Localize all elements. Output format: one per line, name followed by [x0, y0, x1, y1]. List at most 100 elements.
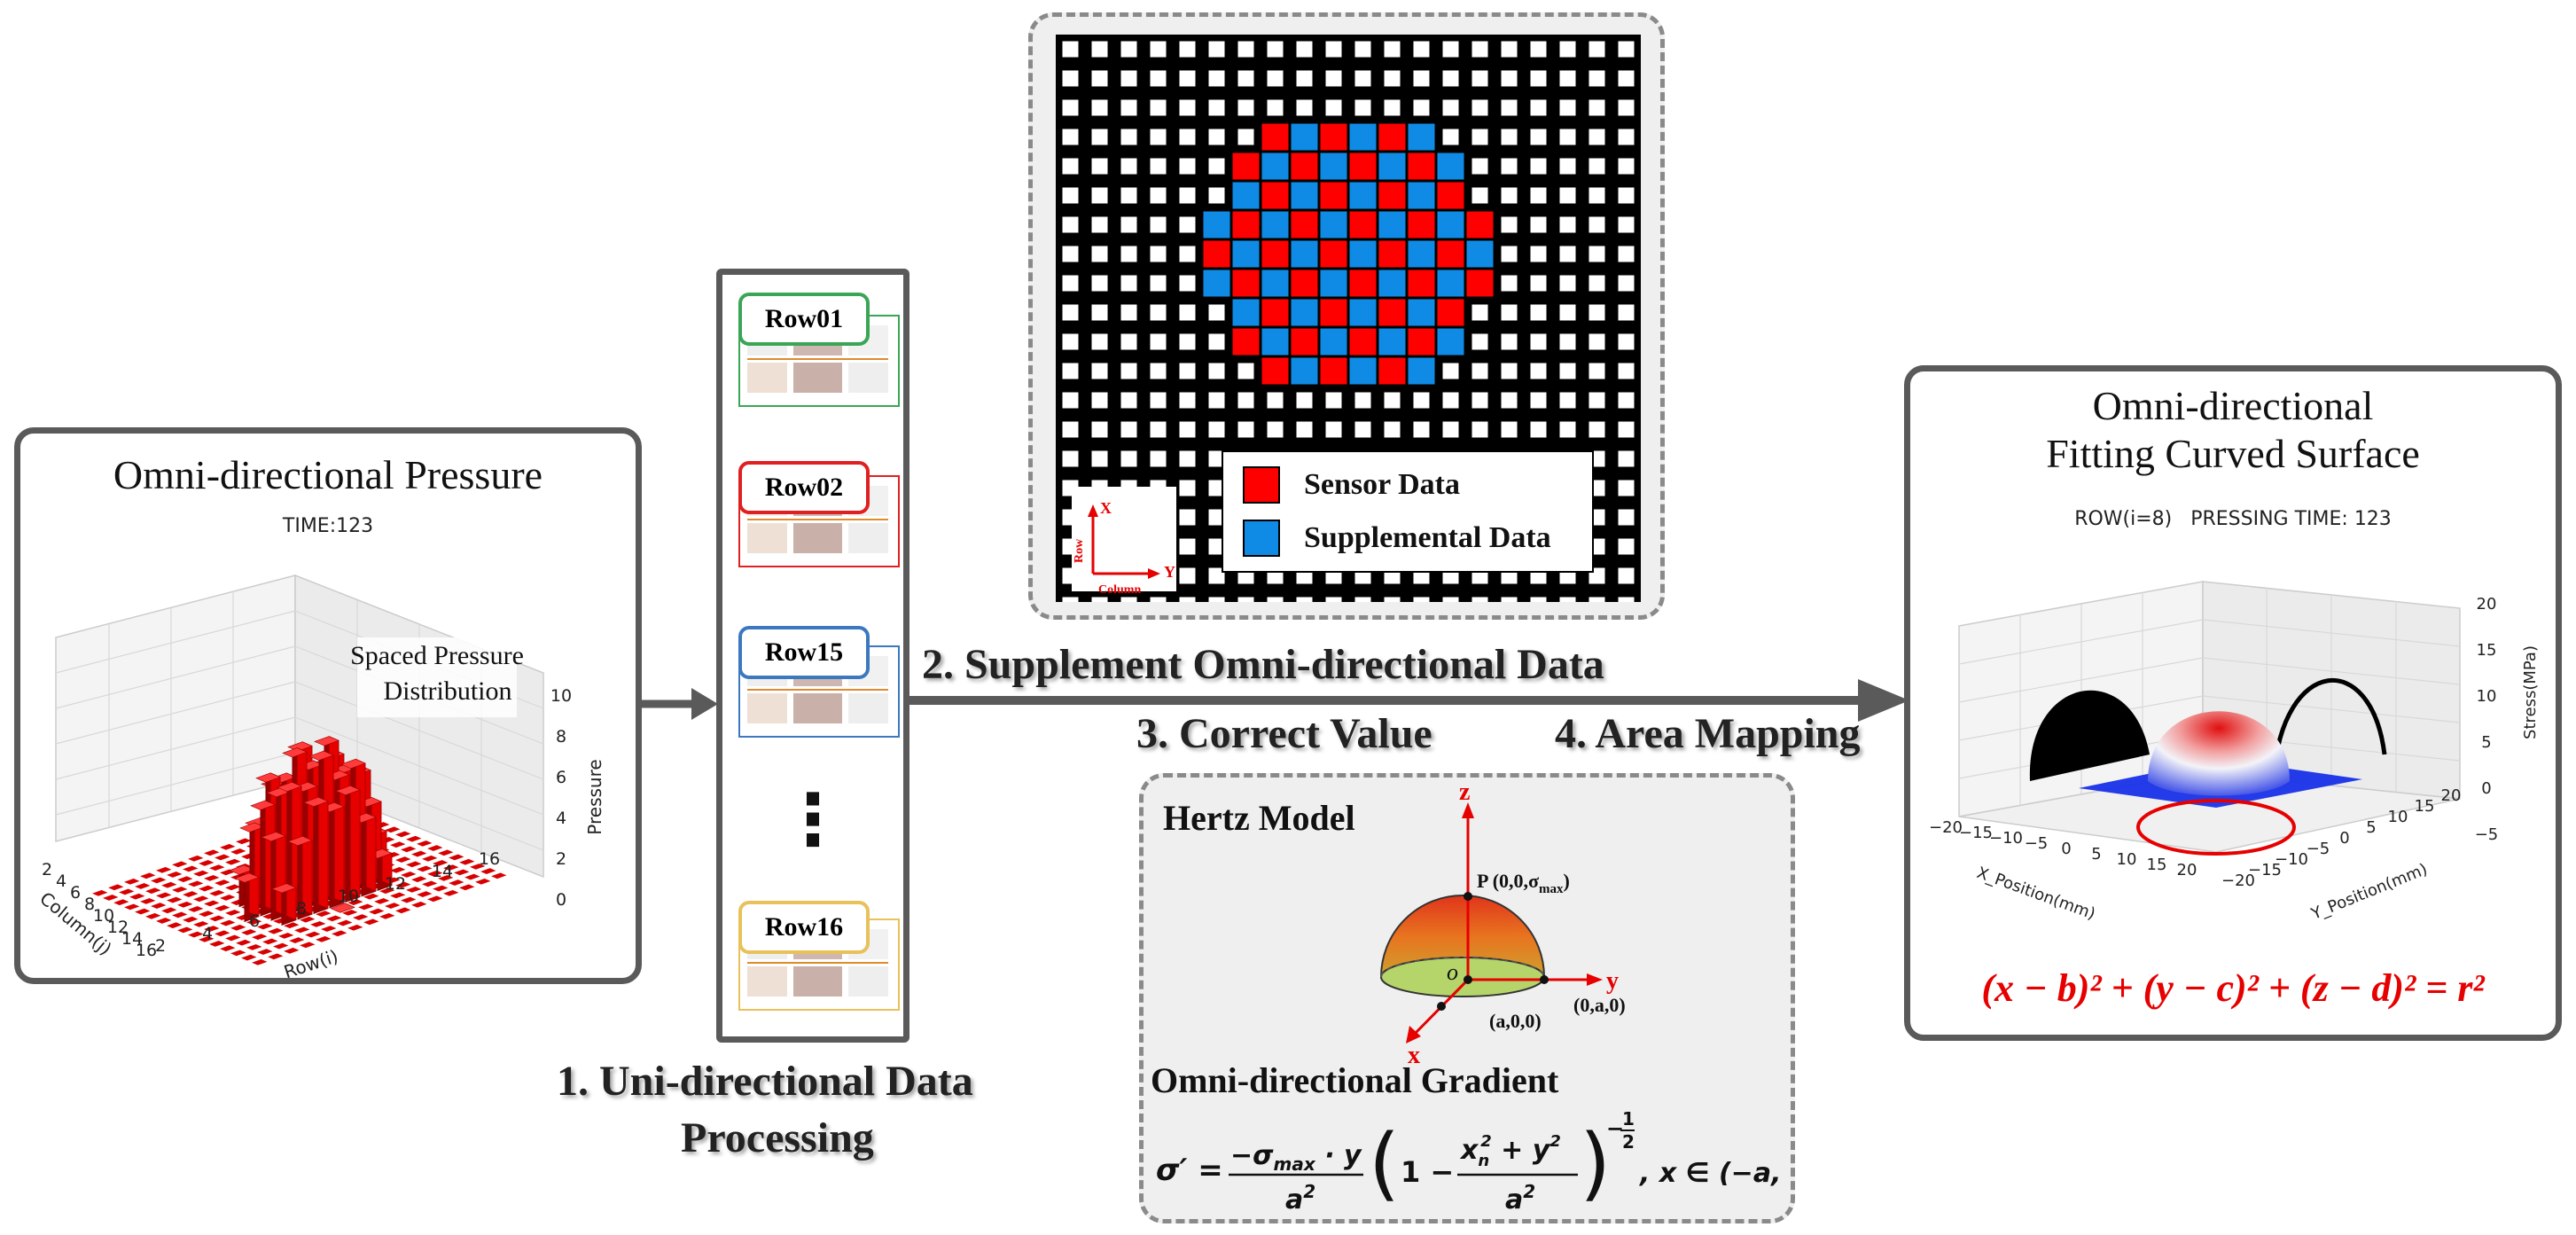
grid-cell	[1261, 182, 1289, 209]
sensor-grid: X Y Row Column Sensor Data Supplemental …	[1056, 35, 1641, 602]
hertz-axis-z: z	[1459, 778, 1470, 806]
grid-cell	[1179, 567, 1196, 584]
grid-cell	[1325, 421, 1342, 438]
pressure-bar-top	[234, 872, 260, 883]
grid-cell	[1471, 333, 1488, 350]
grid-cell	[1378, 328, 1406, 356]
grid-cell	[1120, 216, 1137, 233]
grid-cell	[1208, 480, 1225, 496]
floor-cell	[185, 879, 206, 888]
grid-cell	[1062, 421, 1079, 438]
floor-cell	[169, 860, 190, 869]
row16-tag[interactable]: Row16	[738, 901, 870, 954]
legend-sensor-swatch	[1243, 466, 1280, 504]
grid-cell	[1466, 240, 1494, 268]
grid-cell	[1291, 240, 1318, 268]
floor-cell	[441, 864, 461, 872]
grid-cell	[1291, 182, 1318, 209]
floor-cell	[318, 925, 339, 933]
row15-tag[interactable]: Row15	[738, 626, 870, 679]
grid-cell	[1232, 240, 1260, 268]
grid-cell	[1530, 216, 1547, 233]
gradient-formula: σ′ = −σmax · y a2 ( 1 − xn2 + y2 a2 ) − …	[1156, 1108, 1791, 1215]
floor-cell	[419, 879, 440, 888]
floor-cell	[207, 864, 227, 872]
x-position-tick: 15	[2147, 856, 2167, 874]
floor-cell	[175, 901, 195, 909]
grid-cell	[1408, 123, 1435, 151]
omni-pressure-title: Omni-directional Pressure	[113, 452, 543, 497]
x-position-tick: −10	[1989, 829, 2023, 848]
grid-cell	[1530, 41, 1547, 58]
grid-cell	[1261, 299, 1289, 326]
step3-label: 3. Correct Value	[1136, 710, 1432, 757]
grid-cell	[1320, 299, 1347, 326]
floor-cell	[387, 840, 408, 848]
floor-cell	[467, 863, 488, 871]
pressure-axis-label: Pressure	[584, 759, 605, 834]
grid-cell	[1091, 333, 1108, 350]
grid-cell	[1320, 328, 1347, 356]
grid-cell	[1091, 70, 1108, 87]
grid-cell	[1208, 333, 1225, 350]
grid-cell	[1559, 597, 1576, 602]
row01-tag[interactable]: Row01	[738, 293, 870, 346]
fitting-subtitle: ROW(i=8) PRESSING TIME: 123	[2074, 508, 2392, 530]
floor-cell	[127, 892, 147, 901]
grid-cell	[1471, 158, 1488, 175]
floor-cell	[159, 906, 179, 915]
formula-domain: , x ∈ (−a, a)	[1638, 1158, 1791, 1189]
floor-cell	[398, 871, 418, 879]
row-tick: 8	[296, 899, 307, 918]
floor-cell	[265, 952, 285, 961]
floor-cell	[175, 926, 195, 934]
floor-cell	[398, 845, 418, 854]
fitting-title-line-1: Omni-directional	[2092, 383, 2374, 428]
grid-cell	[1325, 597, 1342, 602]
row-tick: 10	[338, 887, 359, 906]
grid-cell	[1237, 363, 1254, 379]
grid-cell	[1618, 304, 1635, 321]
grid-cell	[1413, 70, 1430, 87]
grid-cell	[1179, 41, 1196, 58]
formula-exponent: −	[1606, 1116, 1624, 1141]
grid-cell	[1062, 99, 1079, 116]
floor-cell	[457, 883, 477, 892]
floor-cell	[153, 866, 174, 874]
grid-cell	[1618, 509, 1635, 526]
floor-cell	[361, 892, 381, 901]
grid-cell	[1354, 70, 1371, 87]
floor-cell	[313, 910, 333, 918]
pressure-bar-top	[340, 758, 366, 770]
floor-cell	[260, 937, 280, 946]
column-tick: 4	[56, 872, 66, 891]
grid-cell	[1208, 158, 1225, 175]
grid-cell	[1589, 70, 1605, 87]
grid-cell	[1413, 392, 1430, 409]
grid-cell	[1530, 392, 1547, 409]
grid-cell	[1530, 99, 1547, 116]
annotation-line-1: Spaced Pressure	[350, 641, 524, 670]
grid-cell	[1091, 304, 1108, 321]
grid-cell	[1589, 275, 1605, 292]
pressure-bar-front	[349, 785, 361, 898]
floor-cell	[393, 856, 413, 864]
pressure-bar-top	[255, 772, 281, 783]
grid-cell	[1559, 275, 1576, 292]
grid-cell	[1150, 187, 1167, 204]
pressure-bar-front	[365, 812, 377, 892]
grid-cell	[1179, 597, 1196, 602]
row02-tag[interactable]: Row02	[738, 461, 870, 514]
formula-exponent-den: 2	[1622, 1131, 1635, 1153]
grid-cell	[1589, 158, 1605, 175]
hertz-title: Hertz Model	[1163, 798, 1355, 838]
grid-axis-row: Row	[1073, 538, 1086, 563]
grid-cell	[1179, 392, 1196, 409]
grid-cell	[1618, 567, 1635, 584]
y-position-tick: −15	[2248, 861, 2282, 879]
x-position-label: X_Position(mm)	[1974, 864, 2097, 924]
grid-cell	[1179, 129, 1196, 145]
grid-cell	[1501, 304, 1518, 321]
floor-cell	[425, 869, 445, 878]
grid-cell	[1384, 392, 1401, 409]
